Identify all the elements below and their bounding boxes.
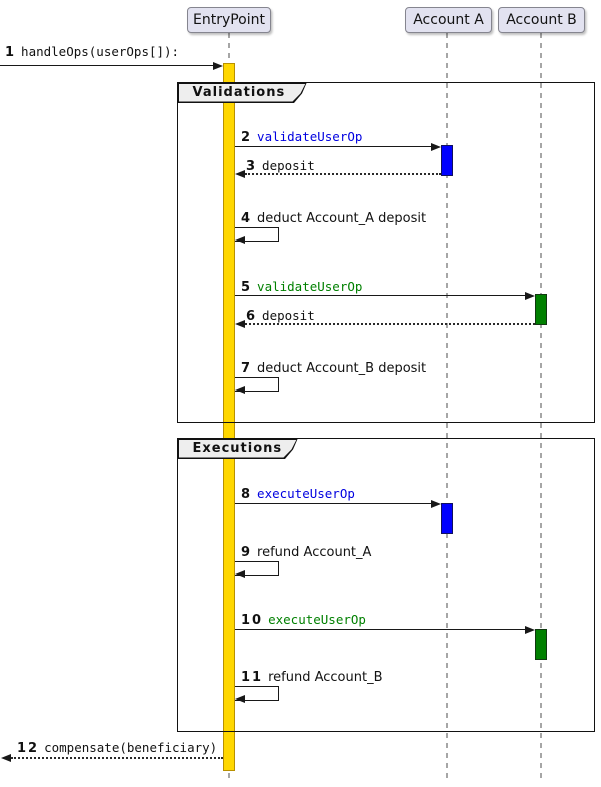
message-5-arrow [235, 295, 526, 296]
message-2-arrowhead [431, 143, 441, 151]
message-5-arrowhead [525, 292, 535, 300]
message-10-arrow [235, 629, 526, 630]
message-10-number: 10 [241, 613, 264, 628]
message-6-label: 6 deposit [246, 308, 315, 324]
lifeline-account-b [540, 33, 542, 780]
message-7-text: deduct Account_B deposit [257, 361, 427, 376]
message-1-arrowhead [213, 62, 223, 70]
message-9-label: 9 refund Account_A [241, 545, 371, 560]
message-4-label: 4 deduct Account_A deposit [241, 211, 426, 226]
message-8-arrowhead [431, 500, 441, 508]
message-10-arrowhead [525, 626, 535, 634]
message-6-arrowhead [235, 320, 245, 328]
message-2-text: validateUserOp [257, 129, 363, 144]
lifeline-account-a [446, 33, 448, 780]
activation-entrypoint [223, 63, 235, 771]
message-8-arrow [235, 503, 432, 504]
participant-account-a-label: Account A [413, 12, 484, 28]
participant-account-a: Account A [405, 7, 492, 33]
message-1-text: handleOps(userOps[]): [21, 44, 180, 59]
message-11-text: refund Account_B [268, 670, 383, 685]
frame-executions-tab-fill: Executions [179, 440, 297, 458]
message-5-label: 5 validateUserOp [241, 279, 363, 295]
message-11-label: 11 refund Account_B [241, 670, 383, 685]
activation-account-b-execute [535, 629, 547, 660]
message-7-arrowhead [235, 386, 245, 394]
message-9-selfloop [235, 561, 279, 576]
participant-entrypoint-label: EntryPoint [192, 12, 265, 28]
message-3-arrow [245, 173, 441, 175]
message-12-arrow [11, 757, 223, 759]
message-7-selfloop [235, 377, 279, 392]
message-5-text: validateUserOp [257, 279, 363, 294]
message-7-label: 7 deduct Account_B deposit [241, 361, 426, 376]
message-10-text: executeUserOp [268, 612, 366, 627]
frame-validations [177, 82, 595, 423]
participant-account-b-label: Account B [506, 12, 577, 28]
message-12-arrowhead [1, 754, 11, 762]
activation-account-a-validate [441, 145, 453, 176]
message-4-arrowhead [235, 236, 245, 244]
message-11-number: 11 [241, 670, 264, 685]
frame-executions-tab: Executions [177, 438, 298, 459]
message-1-arrow [0, 65, 214, 66]
message-8-label: 8 executeUserOp [241, 486, 355, 502]
message-5-number: 5 [241, 280, 253, 295]
frame-validations-tab-fill: Validations [179, 84, 306, 102]
frame-executions [177, 438, 595, 732]
message-9-number: 9 [241, 545, 253, 560]
message-10-label: 10 executeUserOp [241, 612, 366, 628]
frame-executions-label: Executions [192, 441, 283, 456]
message-3-number: 3 [246, 159, 258, 174]
message-1-number: 1 [5, 45, 17, 60]
message-12-number: 12 [17, 741, 40, 756]
message-4-selfloop [235, 227, 279, 242]
message-8-text: executeUserOp [257, 486, 355, 501]
message-8-number: 8 [241, 487, 253, 502]
participant-entrypoint: EntryPoint [187, 7, 271, 33]
message-2-label: 2 validateUserOp [241, 129, 363, 145]
message-2-arrow [235, 146, 432, 147]
message-9-arrowhead [235, 570, 245, 578]
message-11-selfloop [235, 686, 279, 701]
message-12-label: 12 compensate(beneficiary) [17, 740, 218, 756]
message-9-text: refund Account_A [257, 545, 372, 560]
message-4-number: 4 [241, 211, 253, 226]
participant-account-b: Account B [498, 7, 585, 33]
message-6-text: deposit [262, 308, 315, 323]
message-2-number: 2 [241, 130, 253, 145]
message-6-number: 6 [246, 309, 258, 324]
message-4-text: deduct Account_A deposit [257, 211, 427, 226]
message-6-arrow [245, 323, 535, 325]
frame-validations-label: Validations [192, 85, 286, 100]
message-11-arrowhead [235, 695, 245, 703]
frame-validations-tab: Validations [177, 82, 307, 103]
message-1-label: 1 handleOps(userOps[]): [5, 44, 180, 60]
message-3-arrowhead [235, 170, 245, 178]
message-7-number: 7 [241, 361, 253, 376]
message-3-text: deposit [262, 158, 315, 173]
activation-account-b-validate [535, 294, 547, 325]
message-3-label: 3 deposit [246, 158, 315, 174]
activation-account-a-execute [441, 503, 453, 534]
message-12-text: compensate(beneficiary) [44, 740, 218, 755]
